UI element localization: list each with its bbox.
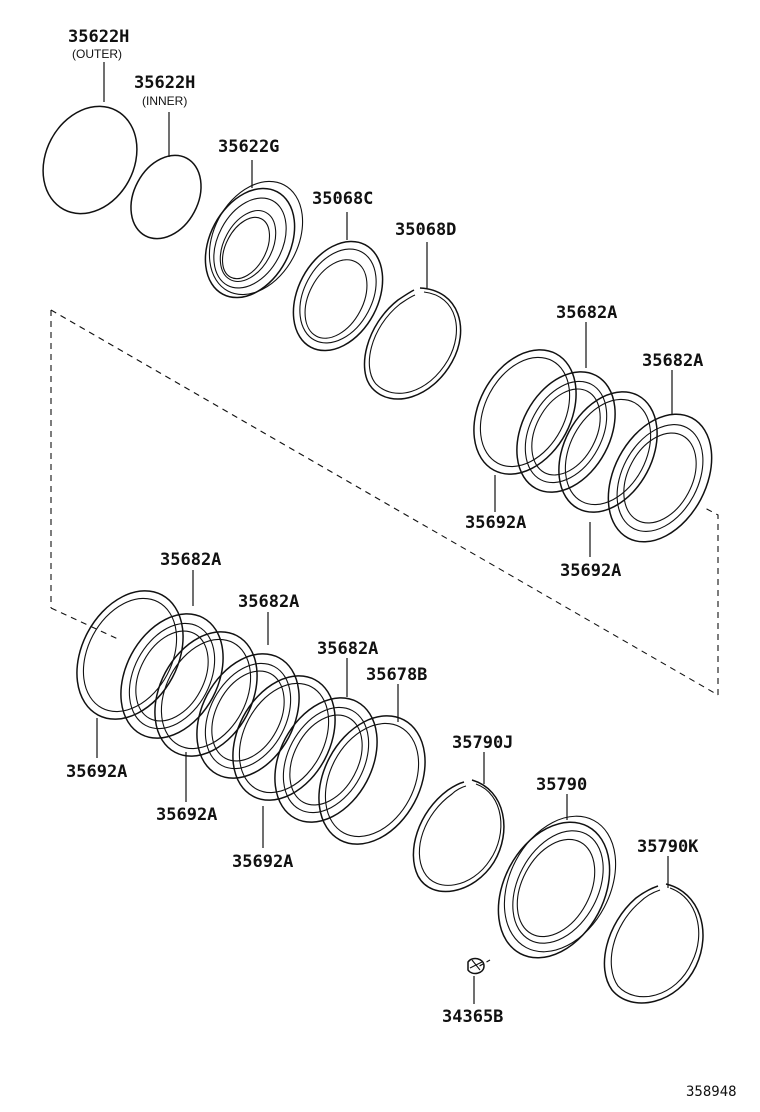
group-outline-dashed: [50, 309, 719, 696]
part-label-35692A-3[interactable]: 35692A: [66, 762, 127, 782]
part-label-35068D[interactable]: 35068D: [395, 220, 456, 240]
part-label-35790K[interactable]: 35790K: [637, 837, 699, 857]
flange-plate-35678B[interactable]: [298, 697, 447, 862]
part-note-outer: (OUTER): [72, 47, 122, 61]
lower-clutch-disc-2[interactable]: [176, 636, 319, 796]
o-ring-inner-part[interactable]: [117, 143, 215, 251]
part-label-35622G[interactable]: 35622G: [218, 137, 279, 157]
part-label-35790J[interactable]: 35790J: [452, 733, 513, 753]
part-label-34365B[interactable]: 34365B: [442, 1007, 503, 1027]
part-note-inner: (INNER): [142, 94, 187, 108]
part-label-35692A-1[interactable]: 35692A: [465, 513, 526, 533]
lower-clutch-disc-1[interactable]: [100, 596, 243, 756]
upper-clutch-plate-2[interactable]: [539, 375, 677, 529]
part-label-35682A-2[interactable]: 35682A: [642, 351, 703, 371]
part-label-35692A-4[interactable]: 35692A: [156, 805, 217, 825]
part-label-35068C[interactable]: 35068C: [312, 189, 373, 209]
part-label-35682A-1[interactable]: 35682A: [556, 303, 617, 323]
snap-ring-35790K-part[interactable]: [603, 883, 704, 1004]
o-ring-outer-part[interactable]: [25, 90, 155, 230]
part-label-35622H-outer[interactable]: 35622H: [68, 27, 129, 47]
check-ball-34365B-part[interactable]: [467, 957, 485, 975]
upper-clutch-disc-1[interactable]: [497, 355, 635, 509]
figure-number: 358948: [686, 1084, 737, 1100]
lower-clutch-plate-3[interactable]: [212, 658, 355, 818]
part-label-35692A-5[interactable]: 35692A: [232, 852, 293, 872]
brake-hub-35790-part[interactable]: [475, 797, 638, 977]
snap-ring-35068D-part[interactable]: [363, 287, 462, 400]
return-spring-part[interactable]: [275, 226, 400, 366]
part-label-35682A-4[interactable]: 35682A: [238, 592, 299, 612]
part-label-35682A-5[interactable]: 35682A: [317, 639, 378, 659]
part-label-35682A-3[interactable]: 35682A: [160, 550, 221, 570]
part-label-35692A-2[interactable]: 35692A: [560, 561, 621, 581]
part-label-35622H-inner[interactable]: 35622H: [134, 73, 195, 93]
snap-ring-35790J-part[interactable]: [412, 779, 505, 893]
part-label-35790[interactable]: 35790: [536, 775, 587, 795]
upper-clutch-disc-2[interactable]: [587, 396, 732, 559]
lower-clutch-disc-3[interactable]: [254, 680, 397, 840]
lower-clutch-plate-1[interactable]: [56, 572, 205, 737]
lower-clutch-plate-2[interactable]: [134, 614, 277, 774]
upper-clutch-plate-1[interactable]: [453, 332, 596, 492]
part-label-35678B[interactable]: 35678B: [366, 665, 427, 685]
piston-part[interactable]: [187, 165, 321, 313]
